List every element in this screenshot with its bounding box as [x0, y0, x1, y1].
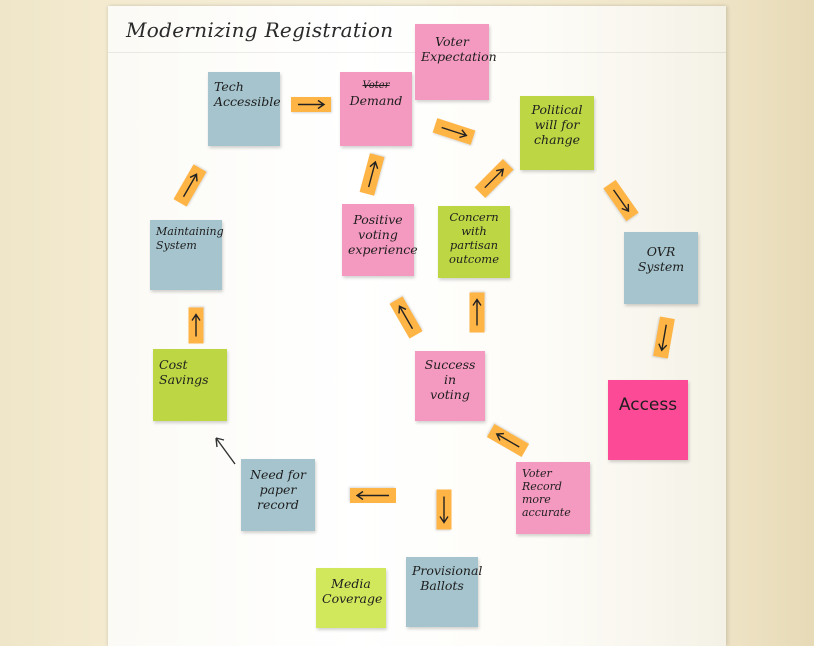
- page-title: Modernizing Registration: [126, 18, 394, 42]
- arrow-to-provisional: [436, 489, 452, 530]
- arrow-icon: [484, 168, 505, 189]
- note-need-for-paper: Need for paper record: [241, 459, 315, 531]
- note-cost-savings: Cost Savings: [153, 349, 227, 421]
- arrow-icon: [658, 324, 668, 352]
- note-label: Provisional Ballots: [412, 563, 483, 593]
- note-success-voting: Success in voting: [415, 351, 485, 421]
- note-label: Demand: [349, 93, 403, 108]
- note-demand: Voter Demand: [340, 72, 412, 146]
- note-label: Tech Accessible: [214, 79, 281, 109]
- arrow-icon: [472, 298, 482, 326]
- note-label: Concern with partisan outcome: [448, 210, 500, 266]
- arrow-record-to-success: [486, 424, 530, 457]
- drawn-arrow-icon: [215, 437, 236, 465]
- arrow-icon: [612, 189, 630, 213]
- arrow-cost-to-maintaining: [188, 307, 204, 344]
- note-label: Access: [618, 395, 678, 415]
- note-concern-partisan: Concern with partisan outcome: [438, 206, 510, 278]
- note-ovr-system: OVR System: [624, 232, 698, 304]
- note-provisional-ballots: Provisional Ballots: [406, 557, 483, 627]
- arrow-maintaining-to-tech: [173, 164, 207, 207]
- note-label: OVR System: [637, 244, 685, 274]
- note-label: Positive voting experience: [348, 212, 418, 257]
- arrow-icon: [441, 126, 468, 139]
- note-tech-accessible: Tech Accessible: [208, 72, 281, 146]
- note-label: Voter Record more accurate: [522, 467, 571, 519]
- note-political-will: Political will for change: [520, 96, 594, 170]
- note-positive-voting: Positive voting experience: [342, 204, 418, 276]
- arrow-icon: [182, 173, 198, 198]
- arrow-positive-to-demand: [359, 153, 385, 196]
- arrow-concern-to-will: [474, 159, 514, 198]
- note-label: Success in voting: [424, 357, 476, 402]
- arrow-ovr-to-access: [653, 316, 675, 359]
- note-voter-record: Voter Record more accurate: [516, 462, 590, 534]
- arrow-icon: [191, 313, 201, 337]
- arrow-icon: [367, 160, 379, 188]
- note-maintaining-system: Maintaining System: [150, 220, 224, 290]
- note-label: Need for paper record: [250, 467, 306, 512]
- arrow-icon: [398, 305, 414, 330]
- arrow-icon: [439, 496, 449, 524]
- note-voter-expectation: Voter Expectation: [415, 24, 497, 100]
- note-label: Cost Savings: [159, 357, 209, 387]
- arrow-will-to-ovr: [603, 179, 639, 222]
- note-access: Access: [608, 380, 688, 460]
- arrow-icon: [495, 432, 520, 448]
- note-label: Voter Expectation: [421, 34, 497, 64]
- arrow-expectation-to-will: [432, 118, 476, 145]
- arrow-icon: [298, 99, 326, 110]
- note-label: Political will for change: [531, 102, 583, 147]
- struck-word: Voter: [362, 80, 390, 91]
- note-label: Media Coverage: [322, 576, 383, 606]
- arrow-icon: [355, 490, 389, 501]
- arrow-success-to-concern: [469, 292, 485, 333]
- arrow-to-need-for-paper: [350, 488, 396, 503]
- arrow-success-to-positive: [389, 296, 423, 339]
- note-label: Maintaining System: [156, 225, 224, 252]
- arrow-tech-to-demand: [291, 97, 331, 112]
- note-media-coverage: Media Coverage: [316, 568, 386, 628]
